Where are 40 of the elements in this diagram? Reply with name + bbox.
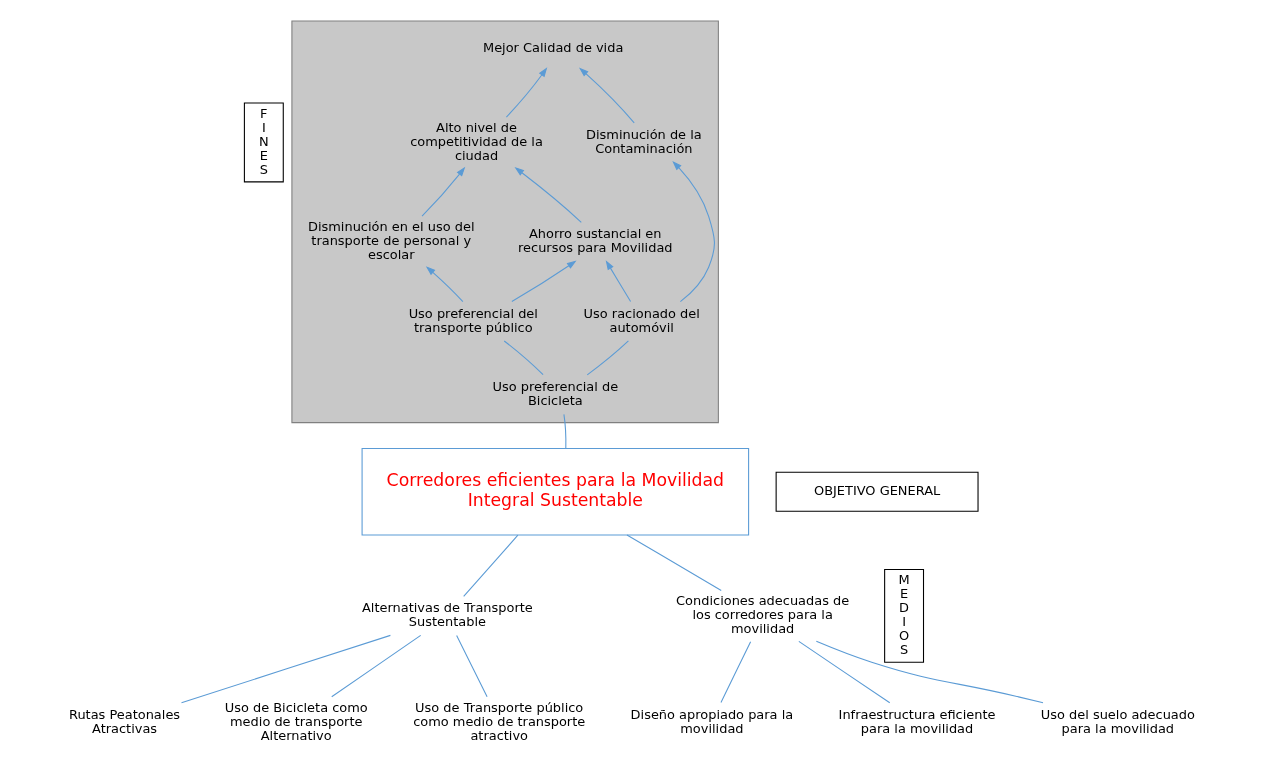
arrow bbox=[421, 166, 465, 217]
node-text: Mejor Calidad de vida bbox=[482, 40, 623, 56]
connector bbox=[503, 340, 544, 376]
node-text: Uso del suelo adecuado para la movilidad bbox=[1040, 706, 1195, 736]
arrow bbox=[514, 167, 582, 223]
node-box: F I N E S bbox=[243, 102, 284, 183]
connector bbox=[330, 634, 421, 698]
node-text: Uso de Transporte público como medio de transporte atractivo bbox=[412, 699, 585, 743]
node-text: Uso preferencial del transporte público bbox=[408, 305, 538, 335]
node-box: Corredores eficientes para la Movilidad Integral Sustentable bbox=[361, 448, 749, 536]
connector bbox=[562, 413, 566, 449]
connector bbox=[586, 340, 629, 376]
node-box: M E D I O S bbox=[883, 568, 924, 663]
arrow bbox=[671, 161, 715, 303]
connector bbox=[180, 634, 391, 704]
connector bbox=[625, 534, 722, 591]
connector bbox=[719, 641, 751, 704]
arrow bbox=[605, 260, 631, 303]
node-text: Condiciones adecuadas de los corredores para la movilidad bbox=[675, 593, 849, 637]
node-text: Uso de Bicicleta como medio de transporte Alternativo bbox=[224, 699, 368, 743]
arrow bbox=[425, 266, 463, 303]
connector bbox=[455, 635, 488, 698]
node-text: Infraestructura eficiente para la movilidad bbox=[838, 706, 995, 736]
node-text: Diseño apropiado para la movilidad bbox=[630, 706, 793, 736]
connector bbox=[462, 534, 518, 597]
arrow bbox=[510, 260, 577, 303]
node-text: Rutas Peatonales Atractivas bbox=[68, 706, 180, 736]
arrow bbox=[505, 67, 547, 118]
node-text: Disminución de la Contaminación bbox=[585, 126, 702, 156]
cluster bbox=[290, 20, 719, 424]
node-text: Alto nivel de competitividad de la ciudad bbox=[409, 119, 543, 163]
node-text: Uso racionado del automóvil bbox=[583, 305, 700, 335]
node-box: OBJETIVO GENERAL bbox=[775, 471, 979, 512]
connector bbox=[797, 640, 890, 704]
node-text: Disminución en el uso del transporte de personal y escolar bbox=[307, 219, 474, 263]
node-text: Alternativas de Transporte Sustentable bbox=[361, 600, 533, 630]
node-text: Uso preferencial de Bicicleta bbox=[492, 378, 618, 408]
node-text: Ahorro sustancial en recursos para Movilidad bbox=[517, 226, 673, 256]
arrow bbox=[578, 67, 635, 124]
connector bbox=[815, 640, 1044, 704]
